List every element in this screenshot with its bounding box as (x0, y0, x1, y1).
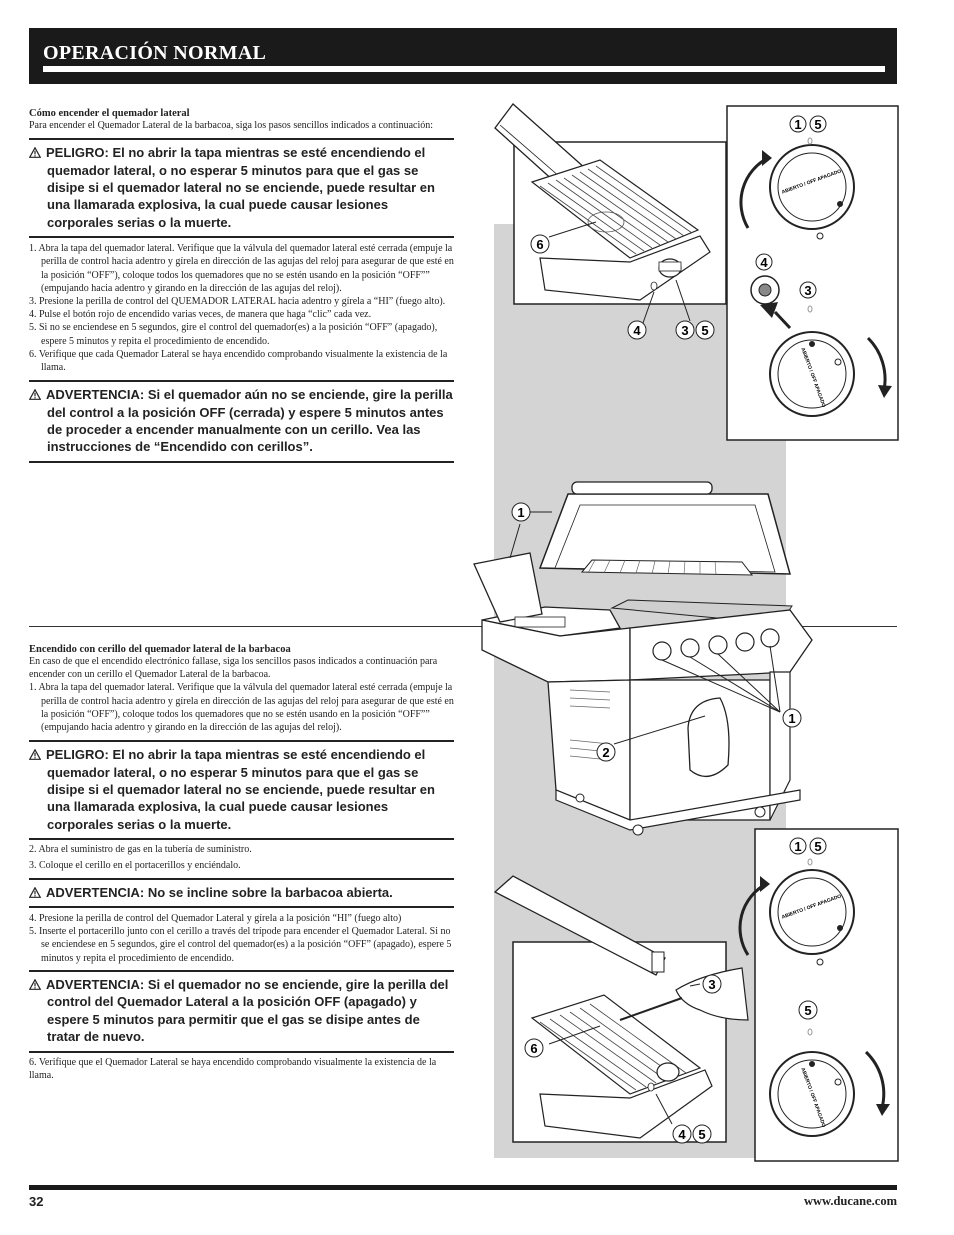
callout-label: 6 (530, 1041, 537, 1056)
section1-intro: Para encender el Quemador Lateral de la … (29, 120, 434, 131)
section1-step: 5. Si no se enciendese en 5 segundos, gi… (29, 322, 438, 347)
callout-3-knob-top: 3 (799, 281, 817, 299)
callout-6-bottom: 6 (524, 1038, 544, 1058)
warning-triangle-icon (29, 886, 41, 898)
callout-label: 5 (814, 839, 821, 854)
page-number: 32 (29, 1194, 44, 1209)
section2-intro: En caso de que el encendido electrónico … (29, 656, 438, 681)
warning-triangle-icon (29, 389, 41, 401)
callout-label: 5 (701, 323, 708, 338)
section1-step: 3. Presione la perilla de control del QU… (29, 296, 446, 308)
warning-triangle-icon (29, 749, 41, 761)
callout-label: 5 (804, 1003, 811, 1018)
callout-4-knob-top: 4 (755, 253, 773, 271)
callout-label: 4 (760, 255, 768, 270)
section1-warning-text: ADVERTENCIA: Si el quemador aún no se en… (46, 387, 453, 455)
warning-triangle-icon (29, 147, 41, 159)
section1-danger-text: PELIGRO: El no abrir la tapa mientras se… (46, 145, 435, 230)
callout-label: 3 (681, 323, 688, 338)
section1-step: 4. Pulse el botón rojo de encendido vari… (29, 309, 372, 321)
side-burner-detail-bottom (493, 875, 749, 1143)
callout-label: 3 (804, 283, 811, 298)
section-match-lighting: Encendido con cerillo del quemador later… (29, 644, 454, 1082)
callout-label: 3 (708, 977, 715, 992)
callout-label: 1 (794, 839, 801, 854)
page-header: OPERACIÓN NORMAL (29, 28, 897, 84)
section2-step2: 2. Abra el suministro de gas en la tuber… (29, 844, 252, 856)
callout-label: 4 (633, 323, 641, 338)
section-divider (29, 626, 897, 627)
section2-warning-text: ADVERTENCIA: Si el quemador no se encien… (46, 976, 449, 1045)
callout-6-top: 6 (530, 234, 550, 254)
section1-title: Cómo encender el quemador lateral (29, 108, 190, 119)
section2-warning-lean: ADVERTENCIA: No se incline sobre la barb… (29, 877, 454, 909)
section1-steps: 1. Abra la tapa del quemador lateral. Ve… (29, 242, 454, 374)
section2-danger-text: PELIGRO: El no abrir la tapa mientras se… (46, 747, 435, 832)
knob-panel-bottom (738, 828, 899, 1162)
section1-step: 1. Abra la tapa del quemador lateral. Ve… (29, 243, 454, 294)
website-link[interactable]: www.ducane.com (803, 1194, 897, 1208)
footer-rule (29, 1185, 897, 1190)
callout-label: 4 (678, 1127, 686, 1142)
section2-step5: 5. Inserte el portacerillo junto con el … (29, 926, 452, 964)
warning-triangle-icon (29, 978, 41, 990)
section2-step1: 1. Abra la tapa del quemador lateral. Ve… (29, 682, 454, 734)
section-side-burner-lighting: Cómo encender el quemador lateral Para e… (29, 108, 454, 463)
callout-label: 2 (602, 745, 609, 760)
callout-1-knobs: 1 (782, 708, 802, 728)
callout-3-bottom: 3 (702, 974, 722, 994)
callout-5-bottom: 5 (798, 1000, 818, 1020)
header-rule (43, 66, 885, 72)
callout-2-grill: 2 (596, 742, 616, 762)
callout-1-grill: 1 (511, 502, 531, 522)
callout-label: 5 (698, 1127, 705, 1142)
section2-title: Encendido con cerillo del quemador later… (29, 644, 291, 655)
section2-step6: 6. Verifique que el Quemador Lateral se … (29, 1056, 437, 1081)
section1-step: 6. Verifique que cada Quemador Lateral s… (29, 348, 448, 374)
section1-warning: ADVERTENCIA: Si el quemador aún no se en… (29, 380, 454, 463)
knob-panel-top (726, 105, 899, 441)
section2-warning: ADVERTENCIA: Si el quemador no se encien… (29, 969, 454, 1053)
section2-step4: 4. Presione la perilla de control del Qu… (29, 913, 402, 925)
page-title: OPERACIÓN NORMAL (43, 42, 267, 64)
callout-label: 5 (814, 117, 821, 132)
grill-main (473, 481, 813, 836)
callout-label: 6 (536, 237, 543, 252)
callout-label: 1 (794, 117, 801, 132)
section2-warning-lean-text: ADVERTENCIA: No se incline sobre la barb… (46, 884, 393, 900)
section2-step3: 3. Coloque el cerillo en el portacerillo… (29, 860, 241, 872)
side-burner-detail-top (494, 103, 727, 324)
callout-label: 1 (788, 711, 795, 726)
section2-danger: PELIGRO: El no abrir la tapa mientras se… (29, 740, 454, 841)
callout-4-top: 4 (627, 320, 647, 340)
callout-label: 1 (517, 505, 524, 520)
section1-danger: PELIGRO: El no abrir la tapa mientras se… (29, 138, 454, 239)
